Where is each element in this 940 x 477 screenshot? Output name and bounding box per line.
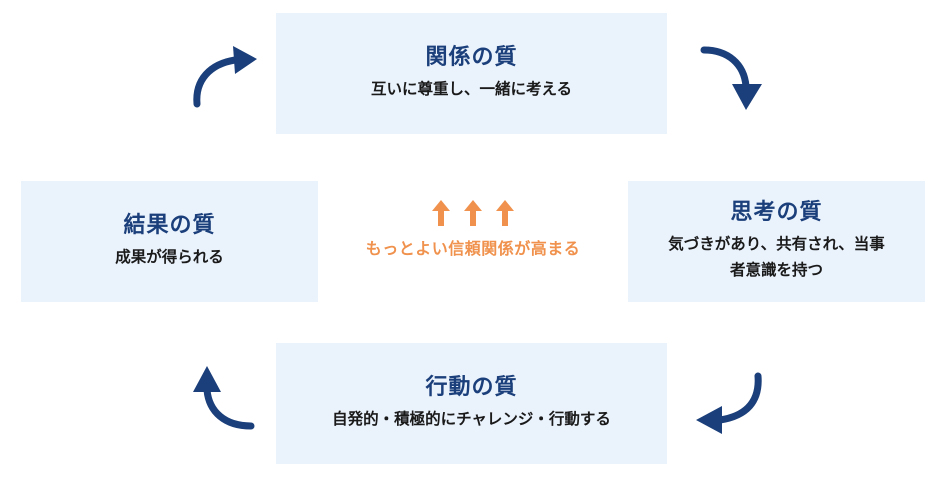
up-arrow-icon [496, 200, 514, 226]
center-message: もっとよい信頼関係が高まる [318, 200, 628, 259]
thinking-quality-title: 思考の質 [730, 199, 823, 225]
relationship-quality-box: 関係の質 互いに尊重し、一緒に考える [276, 13, 667, 134]
curved-arrow-icon [696, 372, 762, 434]
relationship-quality-title: 関係の質 [425, 44, 518, 70]
curved-arrow-icon [193, 46, 257, 108]
thinking-quality-box: 思考の質 気づきがあり、共有され、当事者意識を持つ [628, 181, 925, 302]
result-quality-title: 結果の質 [123, 212, 216, 238]
up-arrows [432, 200, 514, 226]
center-text: もっとよい信頼関係が高まる [365, 239, 581, 258]
up-arrow-icon [464, 200, 482, 226]
action-quality-box: 行動の質 自発的・積極的にチャレンジ・行動する [276, 343, 667, 464]
up-arrow-icon [432, 200, 450, 226]
action-quality-desc: 自発的・積極的にチャレンジ・行動する [332, 409, 611, 428]
relationship-quality-desc: 互いに尊重し、一緒に考える [370, 79, 573, 98]
curved-arrow-icon [193, 366, 255, 430]
action-quality-title: 行動の質 [425, 374, 518, 400]
result-quality-box: 結果の質 成果が得られる [21, 181, 318, 302]
thinking-quality-desc: 気づきがあり、共有され、当事者意識を持つ [668, 235, 885, 279]
result-quality-desc: 成果が得られる [115, 247, 224, 266]
curved-arrow-icon [700, 46, 762, 110]
